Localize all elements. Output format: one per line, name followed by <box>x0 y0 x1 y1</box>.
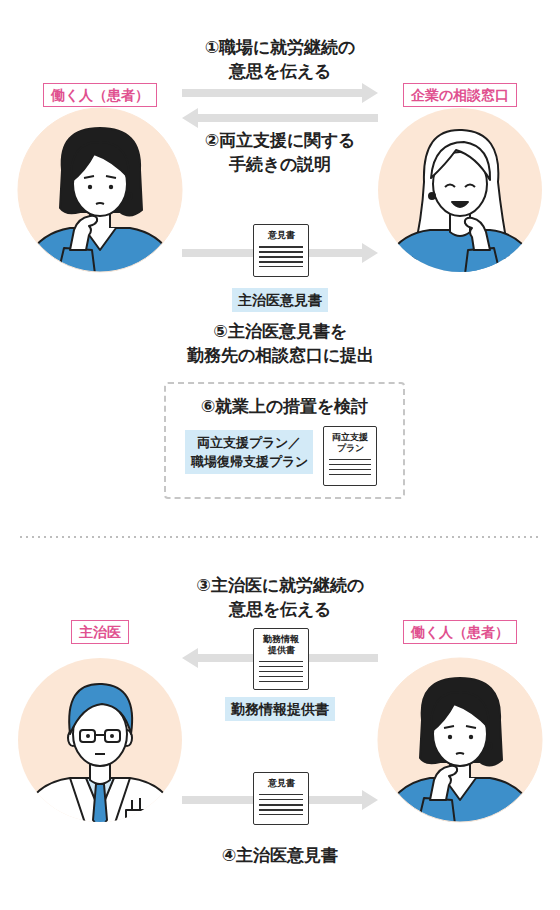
role-label: 働く人（患者） <box>403 620 517 644</box>
patient-figure <box>18 108 182 282</box>
document-title: 意見書 <box>259 778 303 789</box>
role-label: 働く人（患者） <box>43 83 157 107</box>
flow-arrow <box>182 83 378 103</box>
role-label: 主治医 <box>71 620 129 644</box>
separator <box>20 536 540 538</box>
clerk-figure <box>378 108 542 282</box>
document-title: 両立支援 プラン <box>330 432 370 454</box>
flow-arrow <box>182 108 378 128</box>
role-label: 企業の相談窓口 <box>403 83 517 107</box>
document-lines <box>259 794 303 818</box>
document-lines <box>259 661 303 683</box>
document-icon: 意見書 <box>253 772 309 825</box>
dashed-group: ⑥就業上の措置を検討両立支援プラン／ 職場復帰支援プラン両立支援 プラン <box>164 382 405 499</box>
doctor-figure <box>18 658 182 832</box>
step-text: ⑤主治医意見書を 勤務先の相談窓口に提出 <box>173 319 387 367</box>
label-box: 勤務情報提供書 <box>225 697 335 721</box>
edge-label: ②両立支援に関する 手続きの説明 <box>180 128 380 176</box>
person: 働く人（患者） <box>18 83 182 273</box>
label-box: 主治医意見書 <box>232 288 328 312</box>
document-name: 主治医意見書 <box>238 290 322 310</box>
document-icon: 両立支援 プラン <box>323 426 377 486</box>
plan-name: 両立支援プラン／ 職場復帰支援プラン <box>190 433 308 471</box>
document-icon: 意見書 <box>253 224 309 277</box>
patient-figure <box>378 658 542 832</box>
document-icon: 勤務情報 提供書 <box>253 628 309 690</box>
step-text: ③主治医に就労継続の 意思を伝える <box>175 573 385 621</box>
person: 働く人（患者） <box>378 620 542 824</box>
document-lines <box>259 246 303 270</box>
document-title: 勤務情報 提供書 <box>260 634 302 656</box>
document-name: 勤務情報提供書 <box>231 699 329 719</box>
label-box: 両立支援プラン／ 職場復帰支援プラン <box>185 430 313 474</box>
person: 企業の相談窓口 <box>378 83 542 273</box>
step-text: ④主治医意見書 <box>180 843 380 867</box>
step-heading: ⑥就業上の措置を検討 <box>166 394 403 418</box>
edge-label: ①職場に就労継続の 意思を伝える <box>180 35 380 83</box>
document-title: 意見書 <box>259 230 303 241</box>
document-lines <box>329 459 371 479</box>
person: 主治医 <box>18 620 182 824</box>
